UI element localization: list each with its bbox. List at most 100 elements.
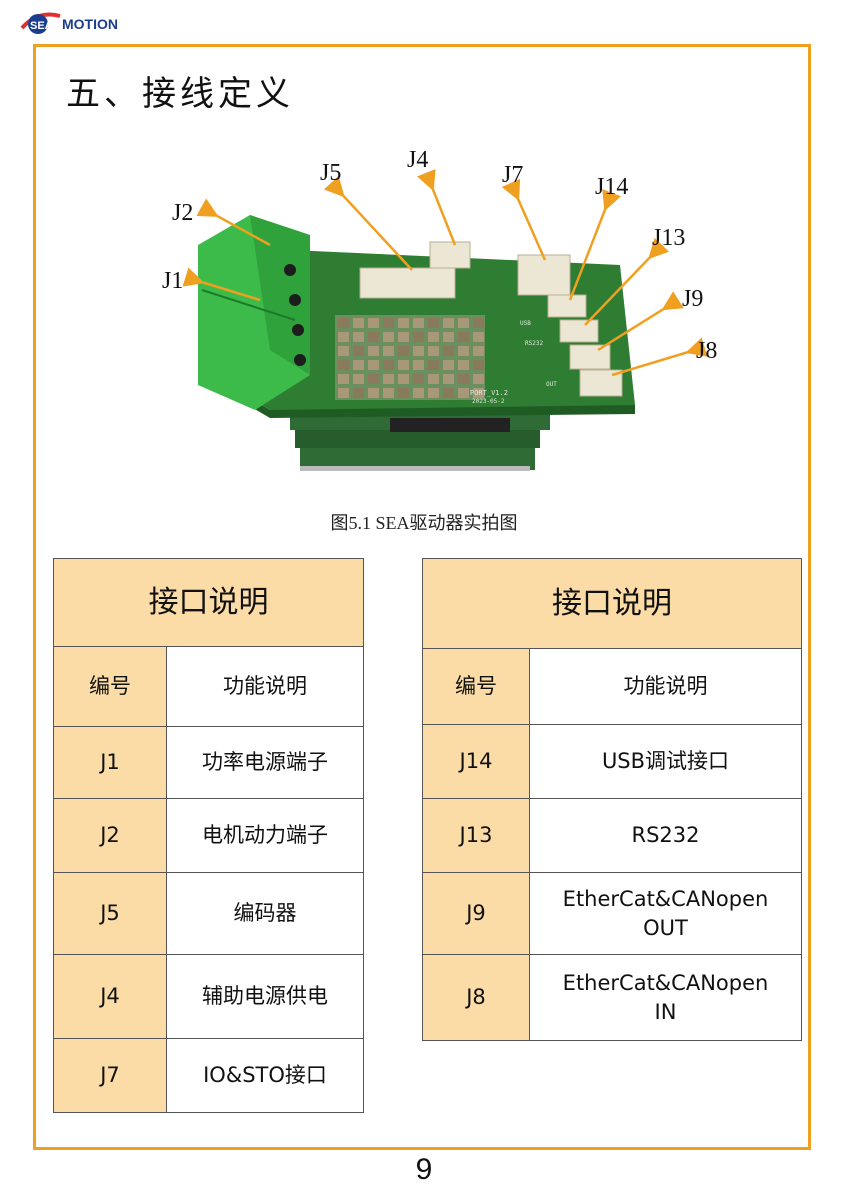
logo-motion-text: MOTION xyxy=(62,16,118,32)
board-silk-date: 2023-05-2 xyxy=(472,398,505,405)
board-component xyxy=(383,346,394,356)
component-grid xyxy=(335,315,485,400)
board-component xyxy=(428,332,439,342)
board-component xyxy=(383,360,394,370)
table-row: J2 电机动力端子 xyxy=(53,798,364,873)
board-component xyxy=(458,388,469,398)
logo-sea-text: SEA xyxy=(30,20,53,32)
board-component xyxy=(443,318,454,328)
label-j8: J8 xyxy=(696,338,717,364)
callout-arrows xyxy=(182,169,708,377)
row-desc-line1: RS232 xyxy=(631,823,700,847)
label-j5: J5 xyxy=(320,160,341,186)
board-component xyxy=(398,318,409,328)
table-row: J7 IO&STO接口 xyxy=(53,1038,364,1113)
row-id: J2 xyxy=(53,798,167,873)
board-component xyxy=(458,374,469,384)
row-desc: 电机动力端子 xyxy=(166,798,364,873)
sea-motion-logo: SEA MOTION xyxy=(20,12,118,34)
row-desc: RS232 xyxy=(529,798,802,873)
board-component xyxy=(368,332,379,342)
connector-j4 xyxy=(429,241,471,269)
board-component xyxy=(353,346,364,356)
label-j7: J7 xyxy=(502,162,523,188)
board-component xyxy=(338,388,349,398)
arrow-j13 xyxy=(584,237,670,326)
board-component xyxy=(413,318,424,328)
page-number: 9 xyxy=(415,1153,433,1186)
board-silk-rs232: RS232 xyxy=(525,340,543,347)
board-component xyxy=(383,388,394,398)
board-component xyxy=(398,388,409,398)
row-id: J5 xyxy=(53,872,167,955)
board-component xyxy=(338,318,349,328)
board-component xyxy=(398,332,409,342)
row-desc: USB调试接口 xyxy=(529,724,802,799)
arrow-j2 xyxy=(196,198,271,247)
board-component xyxy=(353,374,364,384)
col-desc-header: 功能说明 xyxy=(529,648,802,725)
board-component xyxy=(398,374,409,384)
board-component xyxy=(443,374,454,384)
page-frame xyxy=(33,44,811,1150)
board-component xyxy=(413,374,424,384)
label-j4: J4 xyxy=(407,147,428,173)
board-component xyxy=(428,388,439,398)
label-j14: J14 xyxy=(595,174,628,200)
board-component xyxy=(338,346,349,356)
row-id: J14 xyxy=(422,724,530,799)
board-component xyxy=(338,374,349,384)
board-component xyxy=(338,360,349,370)
board-component xyxy=(473,332,484,342)
board-component xyxy=(443,332,454,342)
connector-j7 xyxy=(517,254,571,296)
table-row: J5 编码器 xyxy=(53,872,364,955)
component-cells xyxy=(338,318,484,398)
row-desc-line1: EtherCat&CANopen xyxy=(562,970,769,995)
connector-j13 xyxy=(559,319,599,343)
col-id-header: 编号 xyxy=(422,648,530,725)
board-component xyxy=(383,318,394,328)
row-desc: 辅助电源供电 xyxy=(166,954,364,1039)
arrow-j5 xyxy=(323,175,413,271)
connector-j14 xyxy=(547,294,587,318)
board-component xyxy=(458,346,469,356)
terminal-block xyxy=(198,215,310,410)
row-desc-line1: EtherCat&CANopen xyxy=(562,886,769,911)
label-j13: J13 xyxy=(652,225,685,251)
board-component xyxy=(398,346,409,356)
table-row: J13 RS232 xyxy=(422,798,802,873)
board-component xyxy=(368,346,379,356)
section-title: 五、接线定义 xyxy=(66,74,294,114)
board-component xyxy=(473,360,484,370)
board-component xyxy=(428,374,439,384)
board-component xyxy=(353,318,364,328)
label-j1: J1 xyxy=(162,268,183,294)
row-desc: 编码器 xyxy=(166,872,364,955)
board-component xyxy=(413,346,424,356)
board-component xyxy=(428,318,439,328)
board-component xyxy=(398,360,409,370)
board-component xyxy=(428,346,439,356)
lower-boards xyxy=(290,410,550,471)
table-row: J14 USB调试接口 xyxy=(422,724,802,799)
board-silk-out: OUT xyxy=(546,381,557,388)
board-component xyxy=(383,374,394,384)
board-component xyxy=(368,360,379,370)
row-desc-line2: IN xyxy=(654,999,677,1024)
board-component xyxy=(368,388,379,398)
board-component xyxy=(353,332,364,342)
connectors xyxy=(359,241,623,397)
arrow-j14 xyxy=(568,189,621,301)
figure-caption: 图5.1 SEA驱动器实拍图 xyxy=(330,513,518,533)
arrow-j7 xyxy=(501,178,547,261)
row-id: J7 xyxy=(53,1038,167,1113)
table-row: J4 辅助电源供电 xyxy=(53,954,364,1039)
label-j9: J9 xyxy=(682,286,703,312)
interface-table-left: 接口说明 编号 功能说明 J1 功率电源端子 J2 电机动力端子 J5 编码器 … xyxy=(53,558,364,1113)
label-j2: J2 xyxy=(172,200,193,226)
board-component xyxy=(458,360,469,370)
